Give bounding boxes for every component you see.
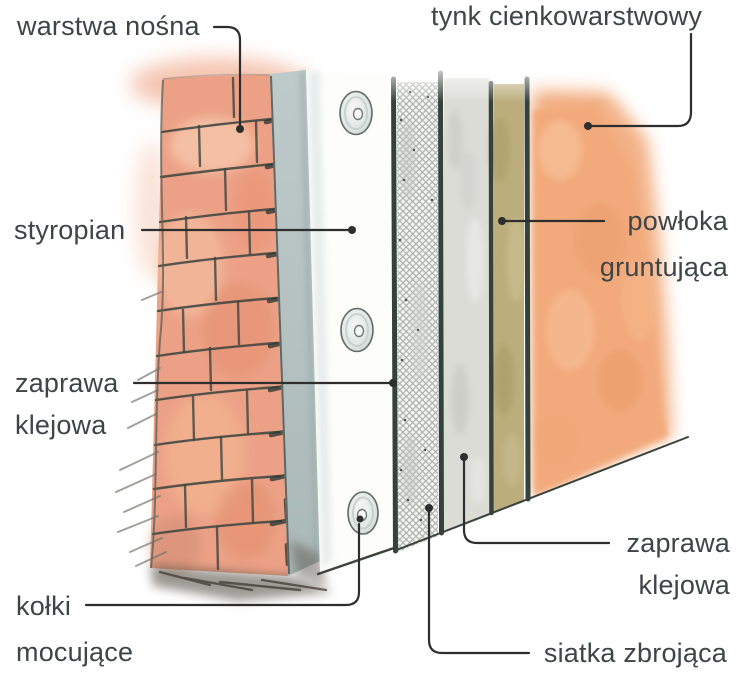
- label-line: zaprawa: [626, 528, 730, 558]
- leader-dot: [356, 515, 364, 523]
- adhesive-strip-layer: [270, 70, 326, 586]
- label-styropian: styropian: [14, 215, 126, 245]
- leader-zaprawa-right: [462, 459, 611, 545]
- leader-dot: [236, 125, 244, 133]
- leader-warstwa-nosna: [212, 25, 242, 127]
- label-tynk-cienkowarstwowy: tynk cienkowarstwowy: [431, 1, 703, 31]
- label-warstwa-nosna: warstwa nośna: [17, 11, 200, 41]
- primer-coat-layer: [490, 84, 525, 513]
- label-line: klejowa: [638, 570, 730, 600]
- leader-dots: [236, 122, 592, 523]
- fixing-dowel-top: [339, 90, 373, 136]
- brick-wall-layer: [115, 58, 334, 601]
- leader-dot: [584, 122, 592, 130]
- leader-tynk: [590, 32, 693, 128]
- render-layers: [388, 58, 690, 554]
- label-line: gruntująca: [599, 252, 728, 282]
- leader-dot: [498, 217, 506, 225]
- adhesive-coat-layer: [444, 78, 489, 533]
- leader-lines: [84, 25, 693, 655]
- fixing-dowels: [339, 90, 379, 535]
- leader-dot: [425, 504, 433, 512]
- label-line: powłoka: [627, 206, 728, 236]
- label-kolki-mocujace: kołki mocujące: [16, 583, 133, 675]
- label-siatka-zbrojaca: siatka zbrojąca: [543, 638, 727, 668]
- leader-siatka: [427, 510, 531, 655]
- leader-dot: [389, 379, 397, 387]
- label-line: mocujące: [16, 637, 134, 667]
- label-line: klejowa: [15, 410, 107, 440]
- fixing-dowel-middle: [340, 307, 374, 353]
- reinforcing-mesh-layer: [397, 82, 438, 552]
- label-powloka-gruntujaca: powłoka gruntująca: [600, 198, 728, 290]
- fixing-dowel-bottom: [347, 491, 379, 535]
- label-zaprawa-klejowa-right: zaprawa klejowa: [627, 522, 730, 606]
- leader-kolki: [84, 522, 361, 607]
- leader-dot: [348, 226, 356, 234]
- label-line: kołki: [16, 591, 72, 621]
- thin-plaster-layer: [532, 86, 672, 497]
- label-line: zaprawa: [15, 368, 119, 398]
- leader-dot: [460, 453, 468, 461]
- label-zaprawa-klejowa-left: zaprawa klejowa: [15, 362, 118, 446]
